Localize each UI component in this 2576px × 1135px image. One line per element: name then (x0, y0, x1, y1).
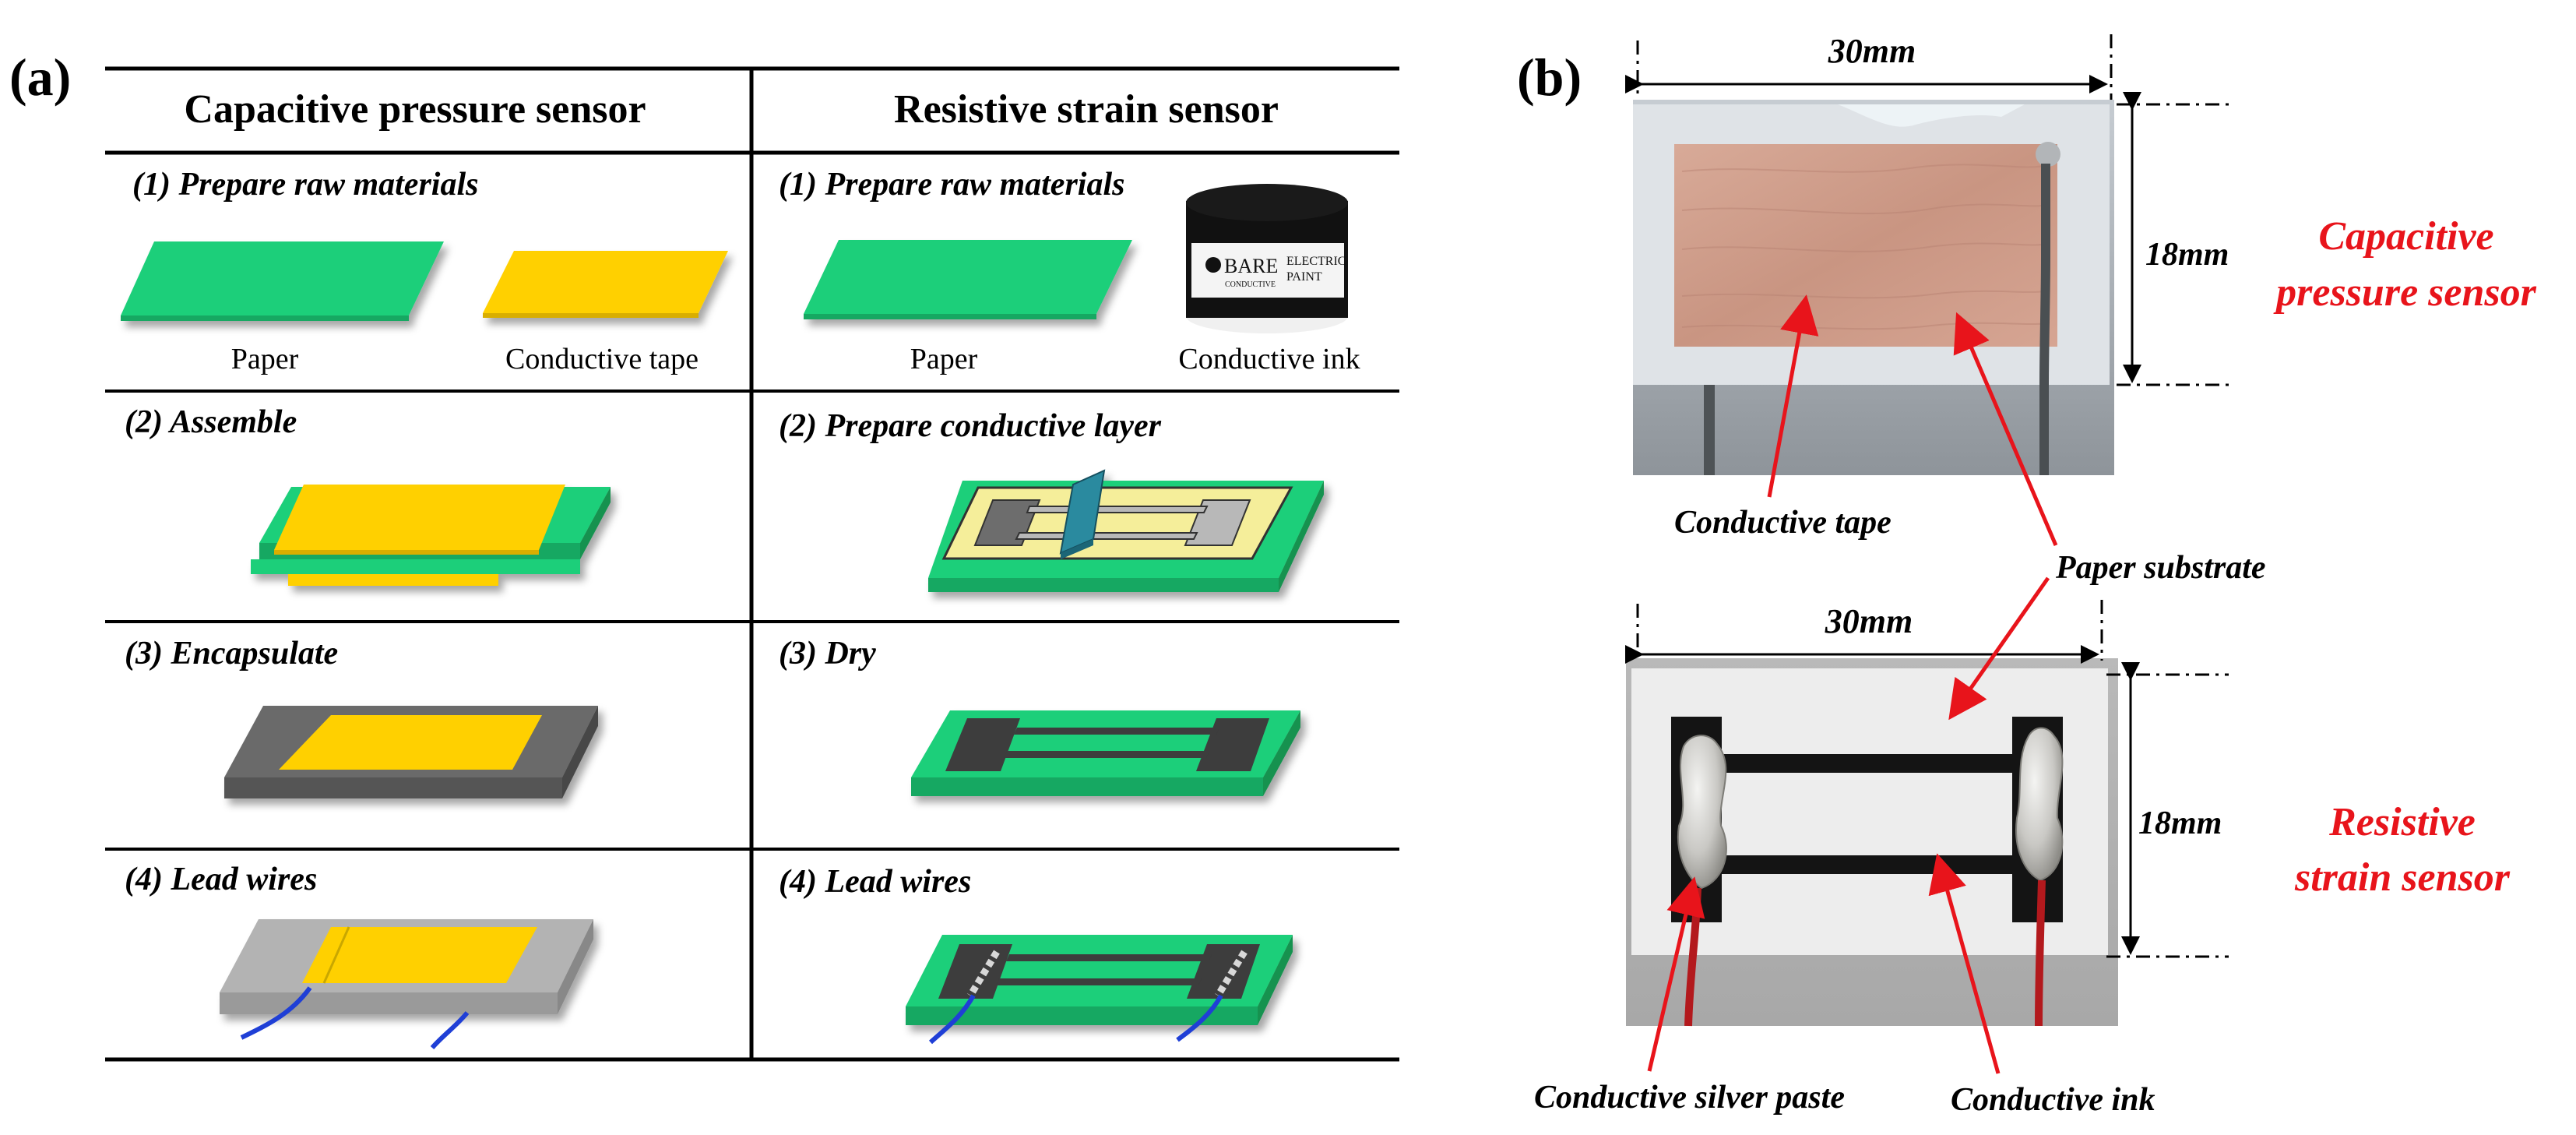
left-step-3: (3) Encapsulate (125, 636, 338, 671)
panel-a-label: (a) (9, 48, 71, 107)
capacitive-sensor-photo (1633, 100, 2114, 475)
callout-conductive-ink: Conductive ink (1951, 1082, 2155, 1118)
bottom-width-label: 30mm (1825, 602, 1913, 640)
column-header-capacitive: Capacitive pressure sensor (184, 87, 646, 132)
right-material-paper-label: Paper (910, 343, 978, 375)
wired-strain-sensor-illustration (906, 935, 1293, 1025)
conductive-tape-illustration (483, 251, 728, 318)
bottom-height-label: 18mm (2138, 805, 2222, 841)
column-header-resistive: Resistive strain sensor (894, 87, 1279, 132)
wired-capacitive-sensor-illustration (220, 919, 593, 1014)
capacitive-title-line1: Capacitive (2318, 214, 2493, 259)
strain-lead-wire-left (928, 994, 976, 1045)
left-step-1: (1) Prepare raw materials (132, 167, 478, 203)
callout-arrows (1647, 294, 2058, 1074)
panel-b: (b) 30mm (1517, 32, 2537, 1118)
resistive-title-line1: Resistive (2328, 800, 2476, 844)
panel-b-label: (b) (1517, 48, 1582, 107)
bottom-height-dimension (2106, 662, 2229, 958)
lead-wire-left (240, 986, 312, 1040)
top-height-label: 18mm (2145, 237, 2229, 273)
right-step-4: (4) Lead wires (779, 864, 971, 900)
paper-sheet-illustration (121, 241, 444, 321)
resistive-sensor-photo (1626, 658, 2118, 1027)
jar-brand: BARE (1224, 255, 1278, 277)
conductive-ink-jar-illustration: BARE CONDUCTIVE ELECTRIC PAINT (1186, 184, 1348, 333)
top-width-dimension (1625, 34, 2113, 100)
resistive-title-line2: strain sensor (2294, 855, 2511, 900)
left-material-paper-label: Paper (231, 343, 299, 375)
left-step-4: (4) Lead wires (125, 862, 317, 897)
left-material-tape-label: Conductive tape (505, 343, 699, 375)
process-table-grid (105, 66, 1399, 1062)
jar-product-2: PAINT (1286, 270, 1322, 284)
right-step-2: (2) Prepare conductive layer (779, 408, 1162, 444)
capacitive-title-line2: pressure sensor (2273, 270, 2536, 315)
assembled-layers-illustration (251, 485, 611, 586)
jar-product-1: ELECTRIC (1286, 255, 1346, 268)
callout-paper-substrate: Paper substrate (2055, 550, 2266, 586)
jar-brand-sub: CONDUCTIVE (1225, 280, 1276, 289)
panel-a: (a) Capacitive pressure sensor Resistive… (9, 48, 1399, 1062)
strain-lead-wire-right (1176, 994, 1223, 1042)
top-height-dimension (2117, 92, 2235, 386)
lead-wire-right (430, 1011, 470, 1049)
left-step-2: (2) Assemble (125, 404, 297, 440)
right-paper-sheet-illustration (804, 240, 1132, 319)
right-step-3: (3) Dry (779, 636, 876, 671)
stencil-printing-illustration (928, 469, 1324, 592)
callout-silver-paste: Conductive silver paste (1534, 1080, 1845, 1116)
dried-strain-sensor-illustration (911, 710, 1300, 796)
callout-conductive-tape: Conductive tape (1674, 505, 1892, 541)
right-material-ink-label: Conductive ink (1178, 343, 1360, 375)
top-width-label: 30mm (1828, 32, 1916, 70)
right-step-1: (1) Prepare raw materials (779, 167, 1124, 203)
bottom-width-dimension (1625, 600, 2103, 664)
encapsulated-sensor-illustration (224, 706, 598, 798)
